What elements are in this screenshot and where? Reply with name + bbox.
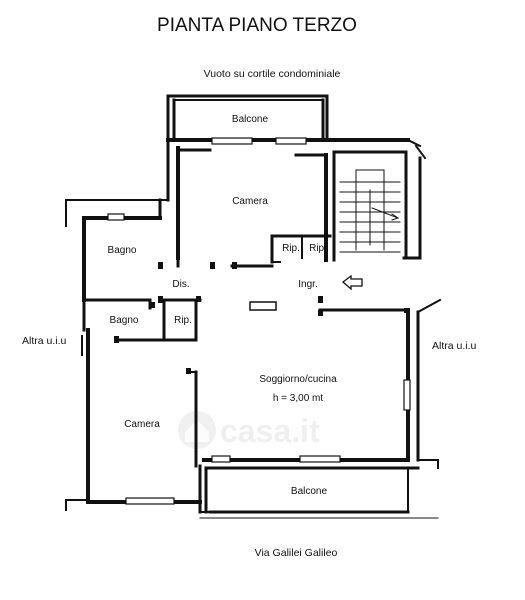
staircase [339,169,401,253]
room-label-rip-3: Rip. [174,315,192,326]
window [107,213,125,221]
room-height-label: h = 3,00 mt [273,393,324,404]
room-label-rip-1: Rip. [282,243,300,254]
window [275,137,307,145]
room-label-ingr: Ingr. [298,279,317,290]
outer-walls [65,138,442,514]
top-note: Vuoto su cortile condominiale [204,68,341,80]
window [125,497,175,505]
kitchen-counter [249,301,277,311]
window [211,137,253,145]
balcony-bottom [199,466,439,519]
right-neighbor-label: Altra u.i.u [432,340,477,352]
watermark: casa.it [178,411,320,449]
watermark-text: casa.it [220,413,320,449]
arrow-left-icon [341,274,363,291]
room-label-dis: Dis. [172,279,189,290]
window [211,455,231,463]
balcony-top [166,94,329,142]
room-label-balcone-top: Balcone [232,114,269,125]
room-label-soggiorno: Soggiorno/cucina [259,374,337,385]
room-label-camera-top: Camera [232,196,268,207]
interior-walls [82,148,410,468]
door-marks [114,262,410,374]
page-title: PIANTA PIANO TERZO [157,15,357,36]
room-label-camera-bottom: Camera [124,419,160,430]
room-label-bagno-1: Bagno [108,245,137,256]
room-label-balcone-bottom: Balcone [291,486,328,497]
window [403,379,411,411]
window [299,455,341,463]
street-label: Via Galilei Galileo [255,547,338,559]
room-label-rip-2: Rip. [309,243,327,254]
windows [107,137,411,505]
left-neighbor-label: Altra u.i.u [22,335,67,347]
room-label-bagno-2: Bagno [110,315,139,326]
